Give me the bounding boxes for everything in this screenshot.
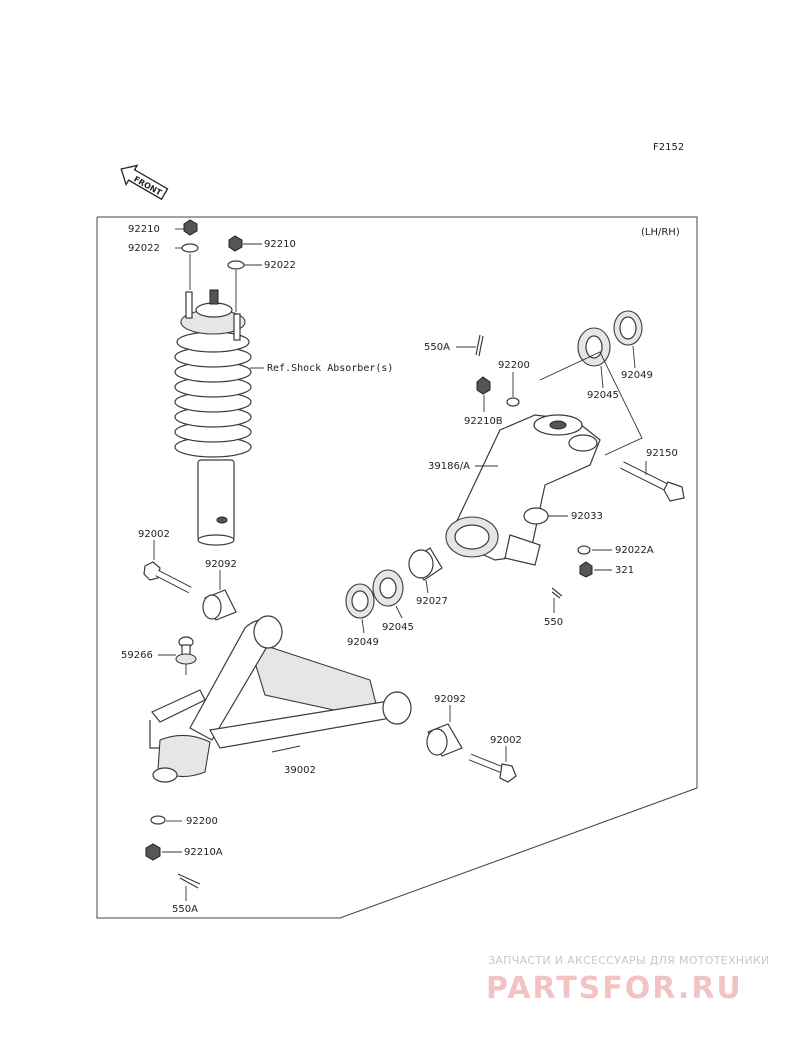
nut-92210a-icon [145,843,161,861]
diagram-frame [96,216,698,919]
label-cotter-pin-lower: 550A [172,904,198,915]
label-spacer-92027: 92027 [416,596,448,607]
washer-92022a-icon [577,545,591,555]
knuckle [445,414,601,566]
front-arrow-icon: FRONT [120,164,169,201]
diagram-code: F2152 [653,142,684,153]
label-ring-92033: 92033 [571,511,603,522]
watermark-caption: ЗАПЧАСТИ И АКСЕССУАРЫ ДЛЯ МОТОТЕХНИКИ [488,954,770,967]
bolt-92150-icon [620,461,685,502]
label-ball-joint: 59266 [121,650,153,661]
label-bearing-right: 92045 [587,390,619,401]
label-bolt-92150: 92150 [646,448,678,459]
label-nut-top-right: 92210 [264,239,296,250]
nut-top-right-icon [228,235,243,252]
bushing-upper-icon [202,589,237,621]
spacer-92027-icon [408,547,443,581]
label-washer-top-left: 92022 [128,243,160,254]
washer-top-left-icon [181,243,199,253]
label-nut-top-left: 92210 [128,224,160,235]
label-washer-92200-lower: 92200 [186,816,218,827]
ring-92033-icon [523,507,549,525]
label-washer-top-right: 92022 [264,260,296,271]
watermark-logo: PARTSFOR.RU [486,971,743,1006]
nut-top-left-icon [183,219,198,236]
nut-321-icon [579,561,593,578]
label-pin-550: 550 [544,617,563,628]
washer-92200-lower-icon [150,815,166,825]
label-nut-92210a: 92210A [184,847,223,858]
bolt-upper-left-icon [143,561,192,594]
label-nut-321: 321 [615,565,634,576]
label-bushing-upper: 92092 [205,559,237,570]
label-bearing-left: 92045 [382,622,414,633]
side-note: (LH/RH) [641,227,680,238]
label-arm: 39002 [284,765,316,776]
a-arm [149,615,412,783]
label-bolt-lower-right: 92002 [490,735,522,746]
label-bolt-upper-left: 92002 [138,529,170,540]
washer-92200-upper-icon [506,397,520,407]
label-seal-right: 92049 [621,370,653,381]
bolt-lower-right-icon [468,753,517,783]
label-bushing-lower: 92092 [434,694,466,705]
bushing-lower-icon [426,723,463,757]
label-nut-92210b: 92210B [464,416,503,427]
spring [174,331,252,458]
label-knuckle: 39186/A [428,461,470,472]
nut-92210b-icon [476,376,491,395]
cotter-pin-upper-icon [475,334,484,357]
pin-550-icon [551,587,563,599]
ball-joint-icon [175,636,197,675]
label-washer-92200-upper: 92200 [498,360,530,371]
washer-top-right-icon [227,260,245,270]
shock-absorber [174,289,252,546]
label-cotter-pin-upper: 550A [424,342,450,353]
label-washer-92022a: 92022A [615,545,654,556]
label-seal-left: 92049 [347,637,379,648]
ref-shock-absorber: Ref.Shock Absorber(s) [267,363,393,374]
cotter-pin-lower-icon [177,873,201,889]
